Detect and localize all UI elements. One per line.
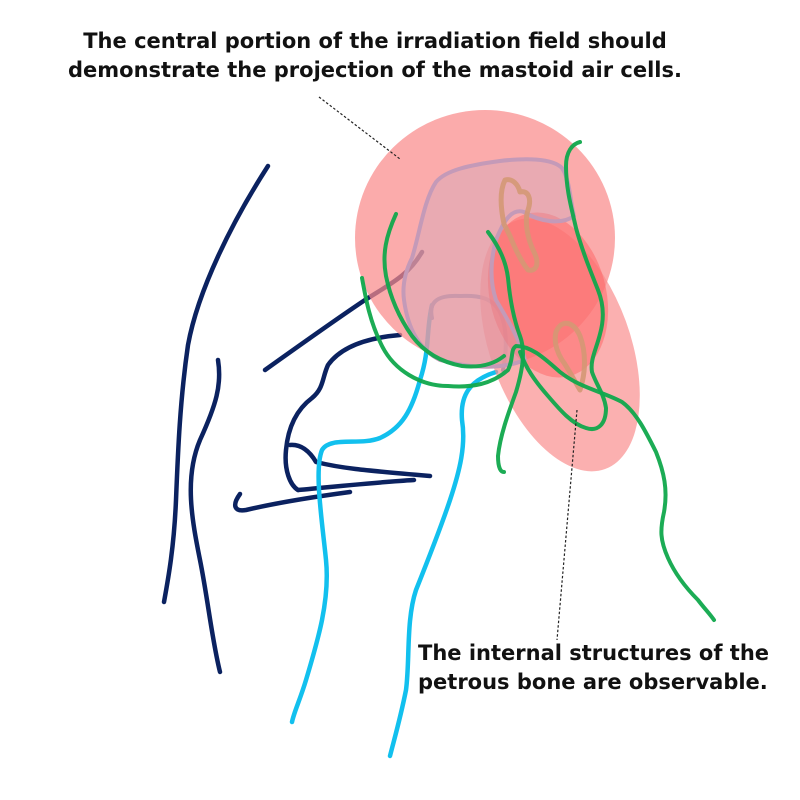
annotation-bottom-line-2: petrous bone are observable. [418,670,768,694]
mastoid-process-shape [498,177,540,273]
petrous-ridge-outline [518,140,608,431]
petrous-field-ellipse [480,218,640,472]
leader-line-bottom [556,409,578,641]
skull-outline-left [161,163,271,605]
condyle-line [287,442,433,479]
annotation-petrous-structures: The internal structures of the petrous b… [418,639,798,697]
petrous-apex-shape [552,320,587,393]
maxilla-line [295,477,417,493]
annotation-mastoid-projection: The central portion of the irradiation f… [30,27,720,85]
annotation-top-line-1: The central portion of the irradiation f… [83,29,667,53]
annotation-top-line-2: demonstrate the projection of the mastoi… [68,58,682,82]
mastoid-outline-inner [382,212,506,369]
leader-line-top [318,96,401,160]
styloid-outline [486,230,525,474]
mandible-line [232,489,353,513]
mastoid-outline-outer [360,276,716,622]
occipital-line [188,357,223,675]
cervical-line-left [289,302,435,725]
annotation-bottom-line-1: The internal structures of the [418,641,770,665]
jaw-outline [283,332,403,493]
cervical-line-right [387,369,499,759]
